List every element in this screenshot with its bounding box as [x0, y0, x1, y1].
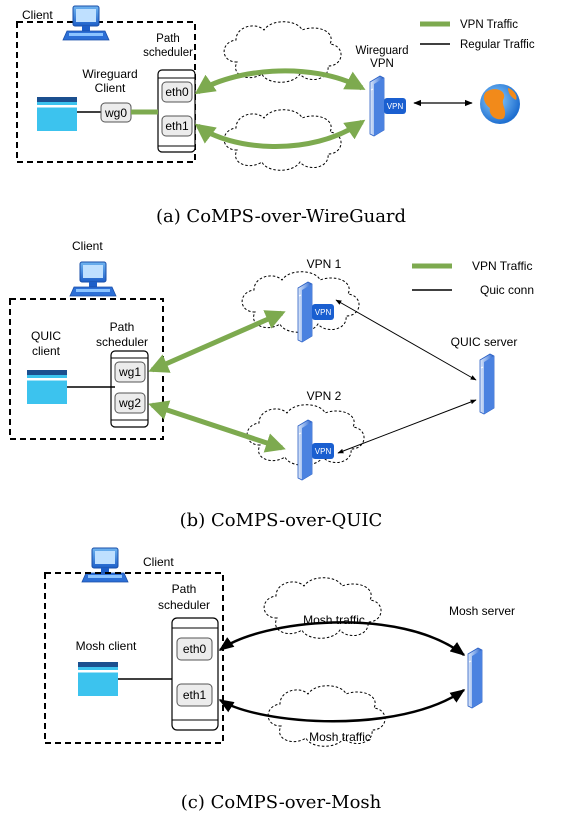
mosh-server-icon	[467, 647, 483, 709]
svg-text:VPN: VPN	[387, 102, 404, 111]
iface-wg1-label: wg1	[118, 365, 141, 379]
computer-icon	[69, 261, 117, 297]
mosh-traffic-label-top: Mosh traffic	[303, 613, 365, 627]
client-box	[44, 572, 224, 744]
caption-b: (b) CoMPS-over-QUIC	[180, 510, 383, 531]
iface-eth1	[176, 683, 213, 707]
legend-quic-conn: Quic conn	[480, 283, 534, 297]
legend-vpn-traffic: VPN Traffic	[460, 19, 518, 31]
iface-wg1	[114, 361, 146, 383]
server-icon	[369, 75, 385, 137]
iface-wg2-label: wg2	[118, 396, 141, 410]
vpn-traffic-path-1	[194, 68, 366, 95]
wireguard-client-window	[37, 97, 77, 131]
svg-text:VPN: VPN	[315, 447, 332, 456]
caption-a: (a) CoMPS-over-WireGuard	[156, 206, 406, 227]
app-label: Mosh client	[76, 639, 137, 653]
mosh-traffic-path-1	[218, 621, 466, 656]
client-label: Client	[143, 555, 174, 569]
quic-conn-2	[337, 399, 477, 454]
mosh-server-label: Mosh server	[449, 604, 515, 618]
iface-eth1-label: eth1	[165, 119, 189, 133]
quic-conn-1	[335, 299, 477, 381]
vpn-traffic-path-1	[148, 310, 286, 373]
computer-icon	[81, 547, 129, 583]
legend-vpn-traffic: VPN Traffic	[472, 259, 532, 273]
vpn1-label: VPN 1	[307, 257, 342, 271]
vpn1-server-icon	[297, 281, 313, 343]
mosh-client-window	[78, 662, 118, 696]
client-label: Client	[22, 8, 53, 22]
iface-eth0	[161, 81, 193, 103]
iface-eth1	[161, 115, 193, 137]
vpn-traffic-path-2	[148, 400, 286, 453]
iface-eth0	[176, 637, 213, 661]
vpn2-label: VPN 2	[307, 389, 342, 403]
vpn-badge	[384, 98, 406, 114]
vpn-traffic-path-2	[194, 119, 366, 149]
globe-icon	[480, 84, 520, 124]
caption-c: (c) CoMPS-over-Mosh	[181, 792, 382, 813]
iface-wg0-label: wg0	[104, 106, 127, 120]
iface-eth1-label: eth1	[183, 688, 207, 702]
iface-wg2	[114, 392, 146, 414]
quic-server-icon	[479, 353, 495, 415]
quic-server-label: QUIC server	[451, 335, 518, 349]
vpn2-badge	[312, 443, 334, 459]
legend-a: VPN Traffic Regular Traffic	[420, 19, 535, 51]
vpn1-badge	[312, 304, 334, 320]
quic-client-window	[27, 370, 67, 404]
legend-regular-traffic: Regular Traffic	[460, 39, 535, 51]
legend-b: VPN Traffic Quic conn	[412, 259, 534, 297]
vpn2-server-icon	[297, 419, 313, 481]
mosh-traffic-path-2	[218, 688, 466, 723]
iface-eth0-label: eth0	[165, 85, 189, 99]
mosh-traffic-label-bottom: Mosh traffic	[309, 730, 371, 744]
path-scheduler-box	[171, 617, 219, 731]
iface-eth0-label: eth0	[183, 642, 207, 656]
client-label: Client	[72, 239, 103, 253]
svg-text:VPN: VPN	[315, 308, 332, 317]
client-box	[16, 21, 196, 163]
internet-cloud-top	[263, 577, 382, 639]
